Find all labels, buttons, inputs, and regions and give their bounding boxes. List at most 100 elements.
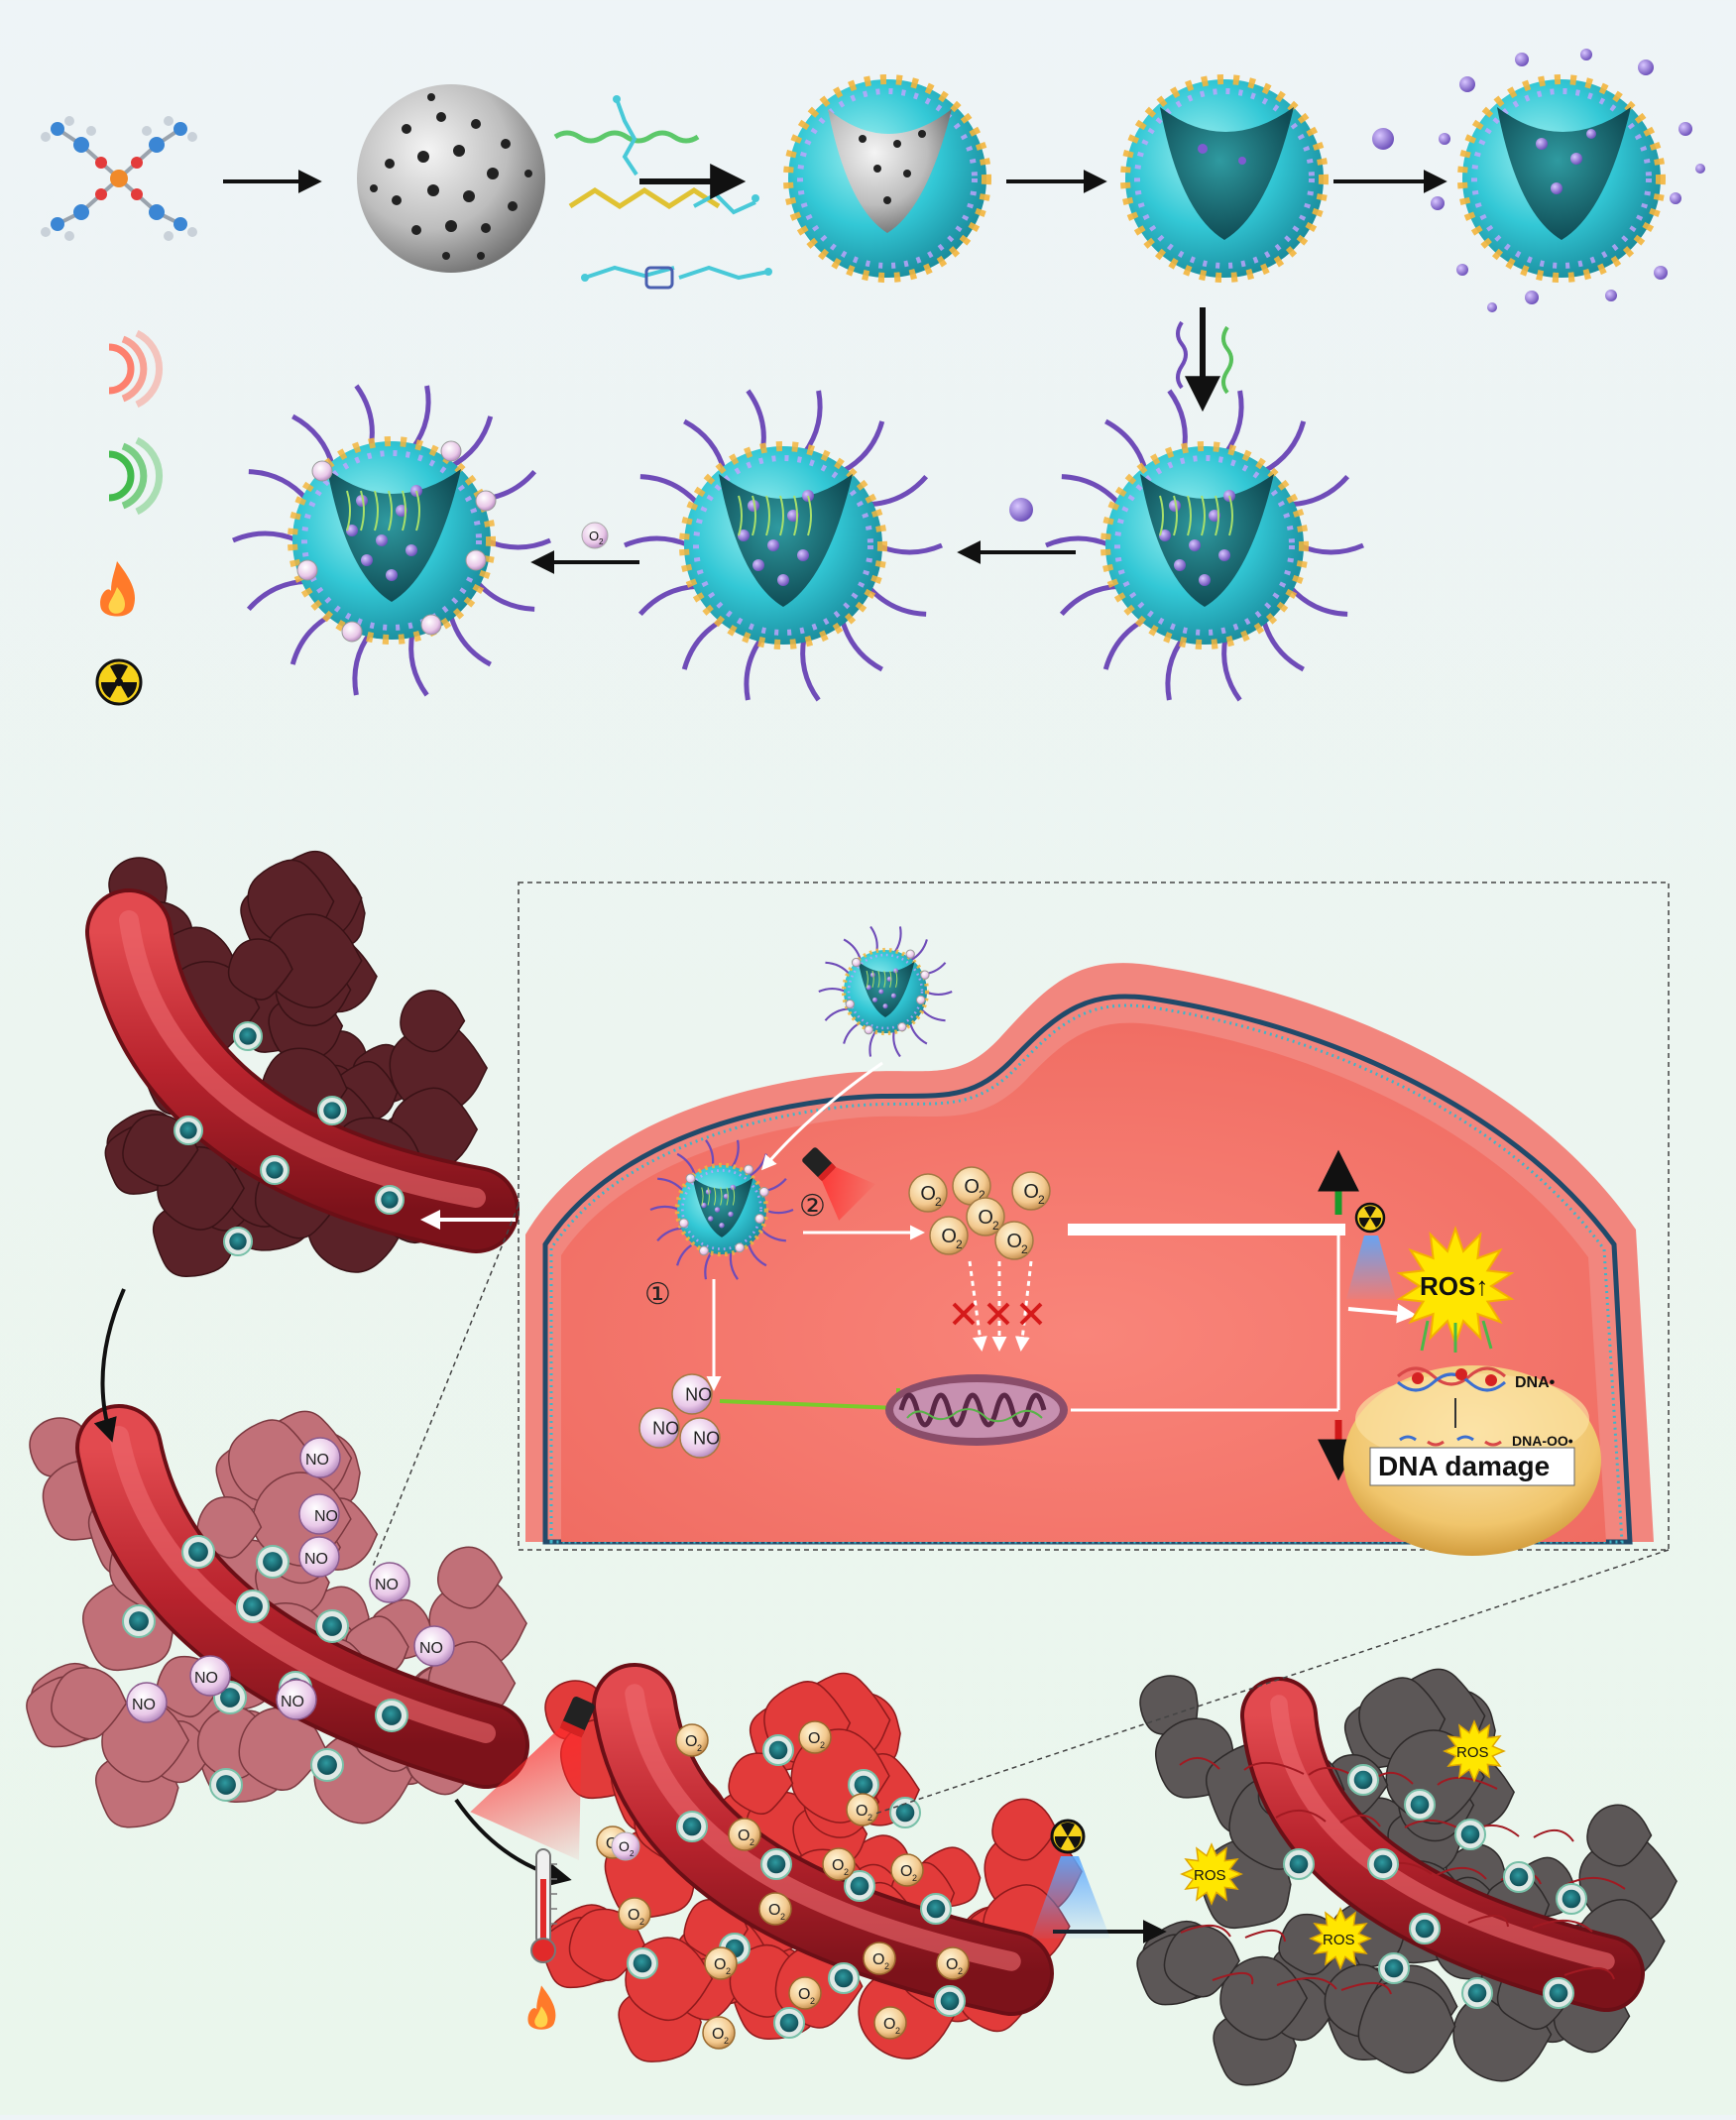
nanoparticle-in-vessel xyxy=(174,1116,203,1145)
svg-text:2: 2 xyxy=(780,1912,785,1922)
peg-chain xyxy=(841,420,885,474)
svg-text:2: 2 xyxy=(599,537,604,546)
nanoparticle-in-vessel xyxy=(209,1768,243,1802)
nanoparticle-in-vessel xyxy=(317,1096,347,1125)
svg-text:O: O xyxy=(964,1176,980,1198)
step-1-label: ① xyxy=(644,1278,671,1311)
ros-burst: ROS xyxy=(1180,1842,1243,1906)
peg-chain xyxy=(1289,474,1350,508)
svg-text:2: 2 xyxy=(956,1237,963,1251)
nanoparticle-in-vessel xyxy=(762,1734,794,1766)
peg-chain xyxy=(892,1029,901,1058)
step-2-label: ② xyxy=(799,1190,826,1223)
svg-text:O: O xyxy=(900,1863,912,1880)
red-wave-icon xyxy=(108,329,163,409)
svg-text:O: O xyxy=(738,1827,750,1844)
nanoparticle-intracellular xyxy=(649,1139,794,1280)
svg-text:NO: NO xyxy=(693,1428,720,1448)
nanoparticle-in-vessel xyxy=(315,1609,349,1643)
no-bubble xyxy=(126,1682,168,1723)
svg-text:2: 2 xyxy=(724,2036,729,2046)
svg-text:2: 2 xyxy=(884,1961,889,1971)
inset-frame xyxy=(518,882,1670,1551)
no-bubble xyxy=(189,1655,231,1697)
peg-chain xyxy=(1262,420,1307,474)
nanoparticle-in-vessel xyxy=(1283,1848,1315,1880)
svg-text:O: O xyxy=(685,1733,697,1750)
nanoparticle-in-vessel xyxy=(236,1590,270,1623)
nanoparticle-in-vessel xyxy=(1378,1952,1410,1984)
peg-chain xyxy=(449,415,494,469)
svg-text:2: 2 xyxy=(750,1837,754,1847)
laser-icon xyxy=(470,1696,595,1861)
svg-text:O: O xyxy=(1023,1181,1039,1203)
peg-chain xyxy=(758,1227,786,1242)
peg-chain xyxy=(649,1205,680,1212)
peg-chain xyxy=(1221,637,1242,702)
radiation-icon xyxy=(95,658,143,706)
nanoparticle-in-vessel xyxy=(1503,1861,1535,1893)
svg-text:2: 2 xyxy=(935,1195,942,1209)
svg-text:2: 2 xyxy=(1038,1193,1045,1207)
peg-chain xyxy=(624,535,690,548)
peg-chain xyxy=(474,579,535,612)
hollow-nanoparticle xyxy=(1120,74,1329,283)
nanoparticle-in-vessel xyxy=(773,2007,805,2039)
nanoparticle-in-vessel xyxy=(260,1155,289,1185)
arrow-flow-2 xyxy=(454,1798,572,1887)
svg-text:NO: NO xyxy=(685,1384,712,1404)
svg-text:O: O xyxy=(920,1183,936,1205)
peg-chain xyxy=(1061,474,1122,507)
svg-text:O: O xyxy=(798,1986,810,2003)
radiation-icon xyxy=(1354,1202,1386,1234)
tumor-tissue-untreated xyxy=(85,850,520,1277)
zoom-guide-line xyxy=(372,1204,520,1568)
no-label: NO xyxy=(281,1694,304,1710)
peg-chain xyxy=(248,469,309,502)
porous-silica-sphere xyxy=(357,84,545,273)
nanoparticle-in-vessel xyxy=(848,1769,879,1801)
peg-chain xyxy=(410,385,431,450)
nanoparticle-in-vessel xyxy=(1367,1848,1399,1880)
nanoparticle-entering-cell xyxy=(818,925,953,1058)
peg-chain xyxy=(1260,618,1305,672)
ros-label: ROS xyxy=(1323,1932,1355,1948)
oxygen-bubble: O 2 xyxy=(611,1831,640,1861)
svg-text:2: 2 xyxy=(630,1849,635,1858)
ros-burst: ROS xyxy=(1309,1907,1372,1970)
svg-text:O: O xyxy=(808,1730,820,1747)
dna-damage-label: DNA damage xyxy=(1378,1451,1550,1481)
svg-text:O: O xyxy=(872,1951,884,1968)
svg-text:O: O xyxy=(712,2026,724,2043)
peg-chain xyxy=(800,637,821,702)
peg-chain xyxy=(730,1139,740,1169)
svg-text:2: 2 xyxy=(697,1743,702,1753)
no-label: NO xyxy=(314,1508,338,1525)
peg-chain xyxy=(818,988,847,993)
pegylated-nanoparticle-loaded xyxy=(624,389,943,702)
nanoparticle-in-vessel xyxy=(1404,1789,1436,1821)
no-bubble: NO xyxy=(671,1373,713,1415)
dna-strand xyxy=(1397,1366,1506,1392)
radiation-icon xyxy=(1050,1819,1086,1854)
nanoparticle-in-vessel xyxy=(676,1811,708,1842)
no-bubble xyxy=(369,1562,410,1603)
svg-text:O: O xyxy=(946,1956,958,1973)
peg-chain xyxy=(1045,535,1111,548)
ros-label: ROS↑ xyxy=(1420,1271,1488,1301)
thermometer-icon xyxy=(530,1848,557,1963)
